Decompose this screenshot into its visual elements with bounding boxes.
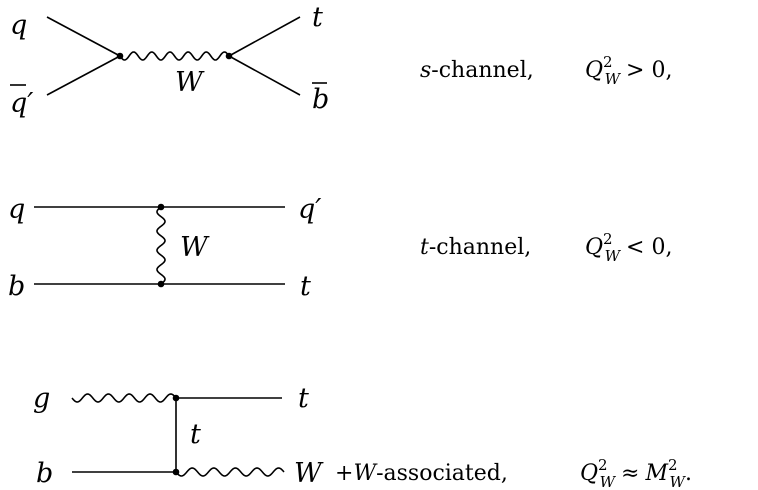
caption-w-associated: +W-associated, <box>335 461 508 486</box>
label-t-out: t <box>298 383 309 414</box>
label-q-prime: q′ <box>298 194 321 225</box>
antiquark-line-in-bottom <box>46 55 121 96</box>
label-w: W <box>180 232 210 263</box>
w-boson-line-out <box>175 467 285 477</box>
label-q: q <box>10 10 27 41</box>
label-w: W <box>175 67 205 98</box>
label-qbar-prime: q′ <box>10 88 33 119</box>
w-boson-propagator <box>156 206 166 285</box>
vertex-left <box>116 52 124 60</box>
label-g: g <box>33 383 50 414</box>
quark-line-in-top <box>46 16 121 57</box>
label-t-propagator: t <box>190 419 201 450</box>
label-t: t <box>312 2 323 33</box>
label-b: b <box>36 458 53 489</box>
bottom-antiquark-line-out <box>228 55 301 96</box>
top-quark-line-out <box>228 16 301 57</box>
vertex-bottom <box>157 280 165 288</box>
vertex-top <box>157 203 165 211</box>
caption-s-channel: s-channel, <box>420 58 534 83</box>
gluon-line-in <box>71 393 177 403</box>
vertex-top <box>172 394 180 402</box>
label-w-out: W <box>294 458 324 489</box>
vertex-right <box>225 52 233 60</box>
label-b: b <box>8 271 25 302</box>
label-q: q <box>8 194 25 225</box>
label-bbar: b <box>312 84 329 115</box>
caption-t-channel: t-channel, <box>420 235 531 260</box>
vertex-bottom <box>172 468 180 476</box>
w-boson-propagator <box>119 51 230 61</box>
label-t: t <box>300 271 311 302</box>
